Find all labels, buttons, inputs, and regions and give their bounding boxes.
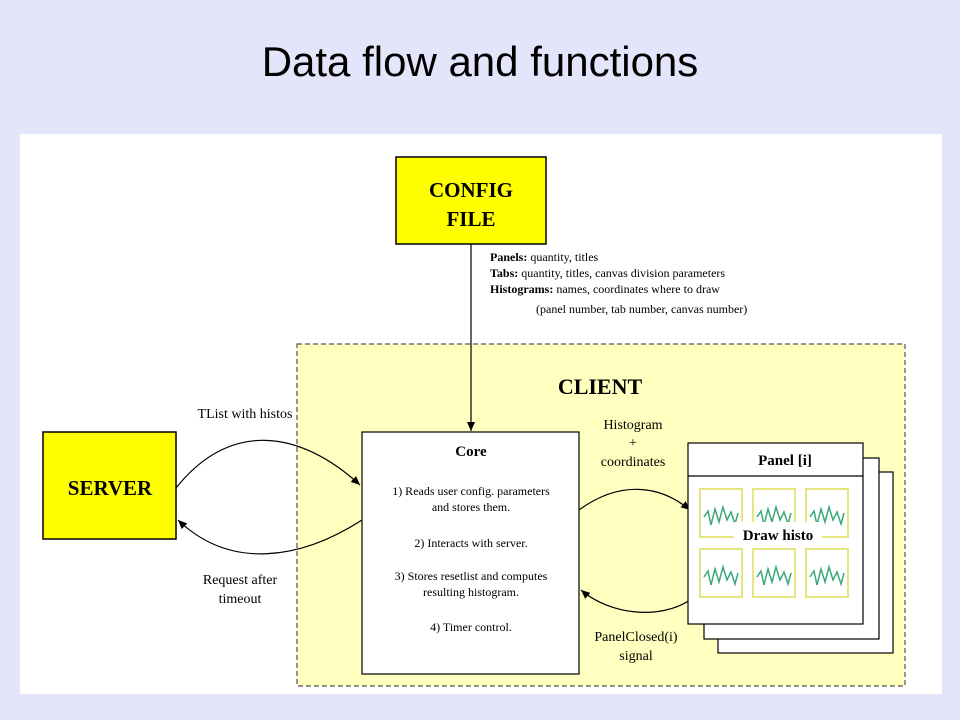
panel-title: Panel [i] — [758, 453, 812, 469]
config-info-tabs: Tabs: quantity, titles, canvas division … — [490, 266, 725, 280]
config-info-histograms: Histograms: names, coordinates where to … — [490, 282, 720, 296]
label-request-after-2: timeout — [219, 592, 262, 607]
core-item-4: 4) Timer control. — [430, 620, 512, 634]
label-histogram-2: + — [629, 436, 637, 451]
arrow-panel-to-core — [580, 589, 691, 613]
client-label: CLIENT — [558, 374, 643, 399]
label-request-after-1: Request after — [203, 573, 278, 588]
core-item-1b: and stores them. — [432, 500, 510, 514]
label-histogram-1: Histogram — [603, 418, 662, 433]
core-title: Core — [455, 444, 487, 460]
core-box — [361, 431, 580, 675]
histo-canvas — [752, 548, 796, 598]
config-file-box — [395, 156, 547, 245]
label-histogram-3: coordinates — [601, 455, 666, 470]
config-info-panels: Panels: quantity, titles — [490, 250, 599, 264]
config-info-coordinates: (panel number, tab number, canvas number… — [536, 302, 747, 316]
label-tlist-with-histos: TList with histos — [198, 407, 293, 422]
core-item-3a: 3) Stores resetlist and computes — [395, 569, 548, 583]
label-panelclosed-1: PanelClosed(i) — [594, 630, 678, 645]
histo-canvas — [699, 548, 743, 598]
histo-canvas — [699, 488, 743, 538]
core-item-3b: resulting histogram. — [423, 585, 519, 599]
server-label: SERVER — [68, 476, 153, 500]
arrow-core-to-panel — [578, 488, 691, 511]
server-box — [42, 431, 177, 540]
arrow-core-to-server — [177, 519, 363, 555]
core-item-2: 2) Interacts with server. — [414, 536, 527, 550]
config-file-label-2: FILE — [446, 207, 495, 231]
draw-histo-label: Draw histo — [743, 528, 813, 544]
histo-canvas — [805, 548, 849, 598]
label-panelclosed-2: signal — [619, 649, 653, 664]
slide-title: Data flow and functions — [261, 38, 699, 85]
config-file-label-1: CONFIG — [429, 178, 513, 202]
arrow-server-to-core — [175, 439, 361, 489]
draw-histo-label-bg — [734, 522, 822, 547]
core-item-1a: 1) Reads user config. parameters — [392, 484, 550, 498]
